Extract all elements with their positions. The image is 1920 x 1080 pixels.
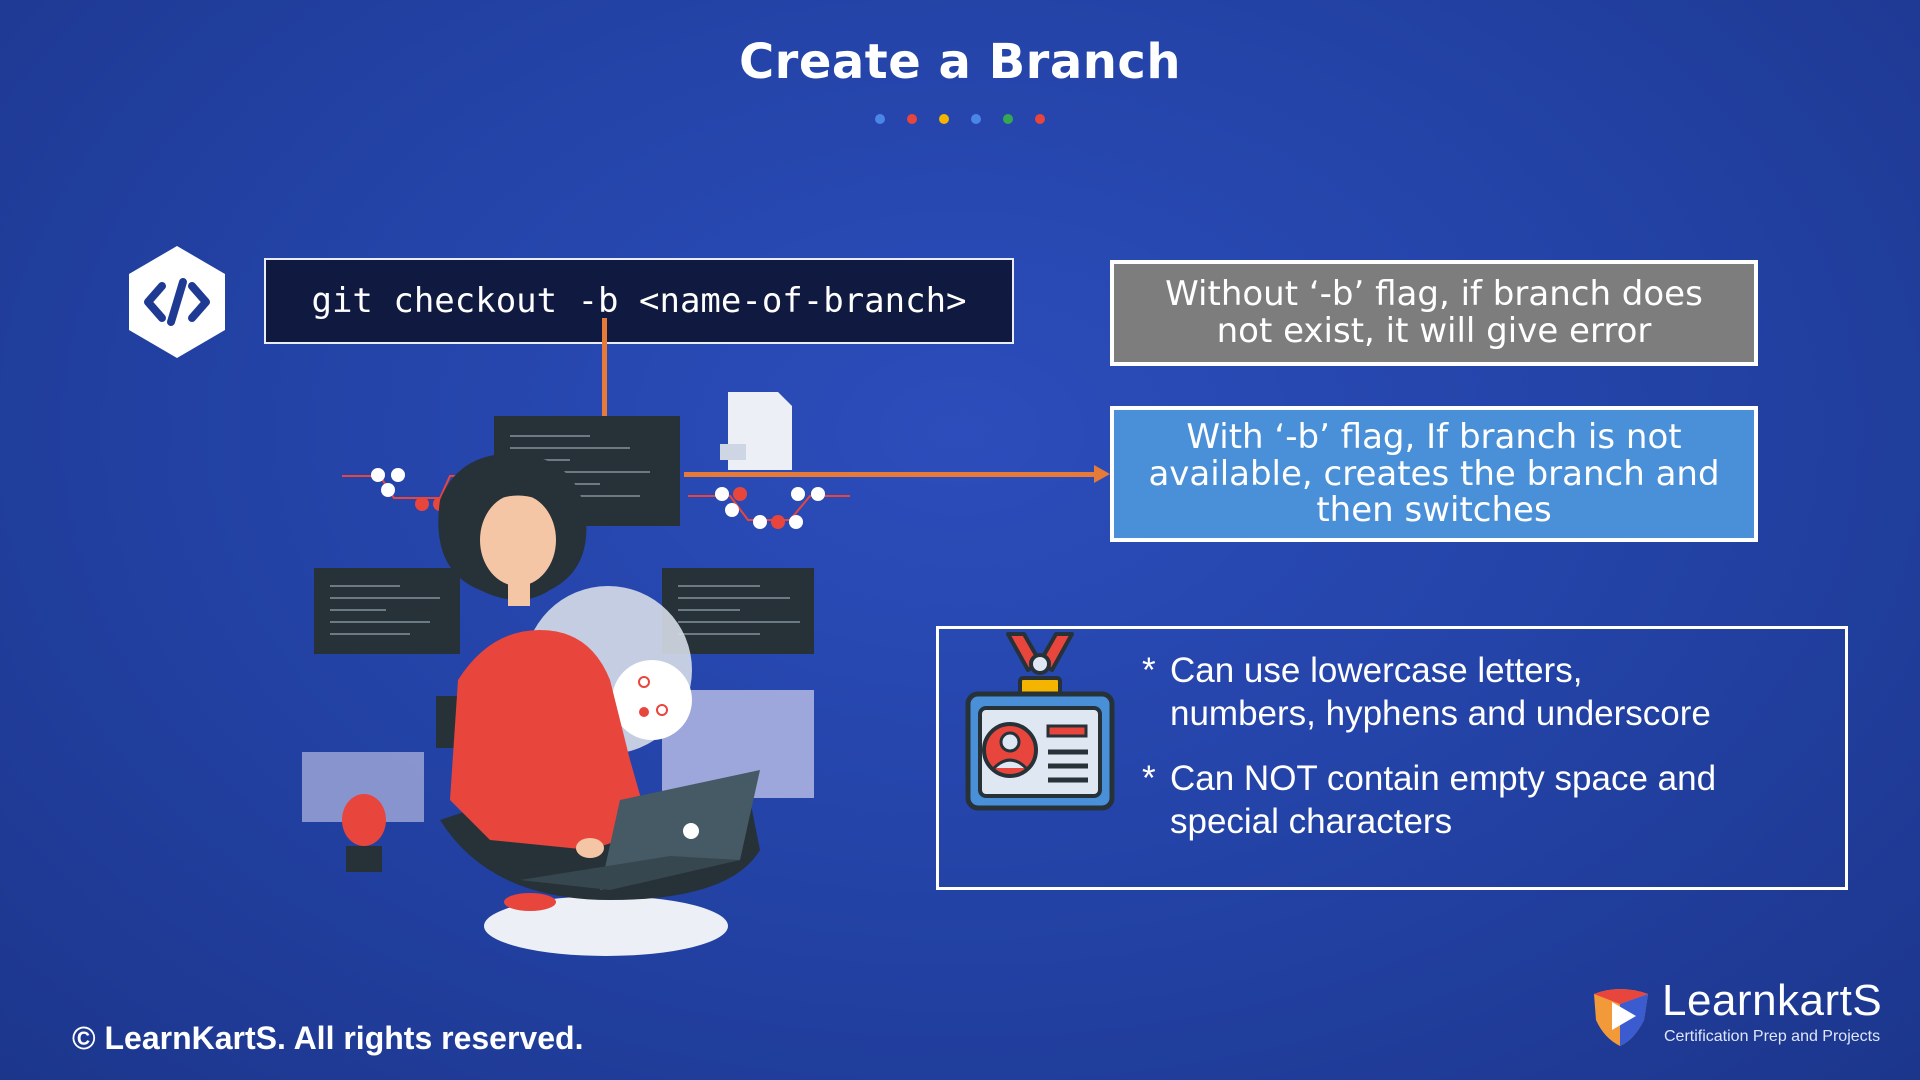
git-command-text: git checkout -b <name-of-branch> [311,281,967,321]
id-badge-icon [965,632,1115,811]
developer-at-laptop-illustration [302,392,850,956]
rule-text-line: numbers, hyphens and underscore [1170,693,1711,733]
learnkarts-logo: LearnkartS Certification Prep and Projec… [1590,976,1890,1050]
slide-title: Create a Branch [738,34,1182,90]
connector-arrow-icon [1094,465,1110,483]
connector-line-vertical [602,318,607,418]
logo-wordmark: LearnkartS [1662,976,1883,1025]
title-dot [875,114,885,124]
rule-bullet: * [1142,759,1156,798]
copyright-notice: © LearnKartS. All rights reserved. [72,1020,584,1056]
rule-text-line: Can use lowercase letters, [1170,651,1583,690]
title-dots-decoration [0,114,1920,124]
title-dot [971,114,981,124]
branch-naming-rules-box [936,626,1848,890]
title-dot [1003,114,1013,124]
without-flag-note: Without ‘-b’ flag, if branch does not ex… [1110,260,1758,366]
naming-rule-allowed: * Can use lowercase letters, numbers, hy… [1142,650,1711,735]
naming-rule-forbidden: * Can NOT contain empty space and specia… [1142,758,1716,843]
rule-text-line: special characters [1170,801,1453,841]
title-dot [907,114,917,124]
connector-line-horizontal [684,472,1096,477]
rule-text-line: Can NOT contain empty space and [1170,759,1717,798]
logo-tagline: Certification Prep and Projects [1664,1028,1881,1045]
code-brackets-icon [129,246,225,358]
title-dot [1035,114,1045,124]
with-flag-note: With ‘-b’ flag, If branch is not availab… [1110,406,1758,542]
title-dot [939,114,949,124]
rule-bullet: * [1142,651,1156,690]
command-box: git checkout -b <name-of-branch> [264,258,1014,344]
learnkarts-logo-icon [1594,989,1648,1046]
